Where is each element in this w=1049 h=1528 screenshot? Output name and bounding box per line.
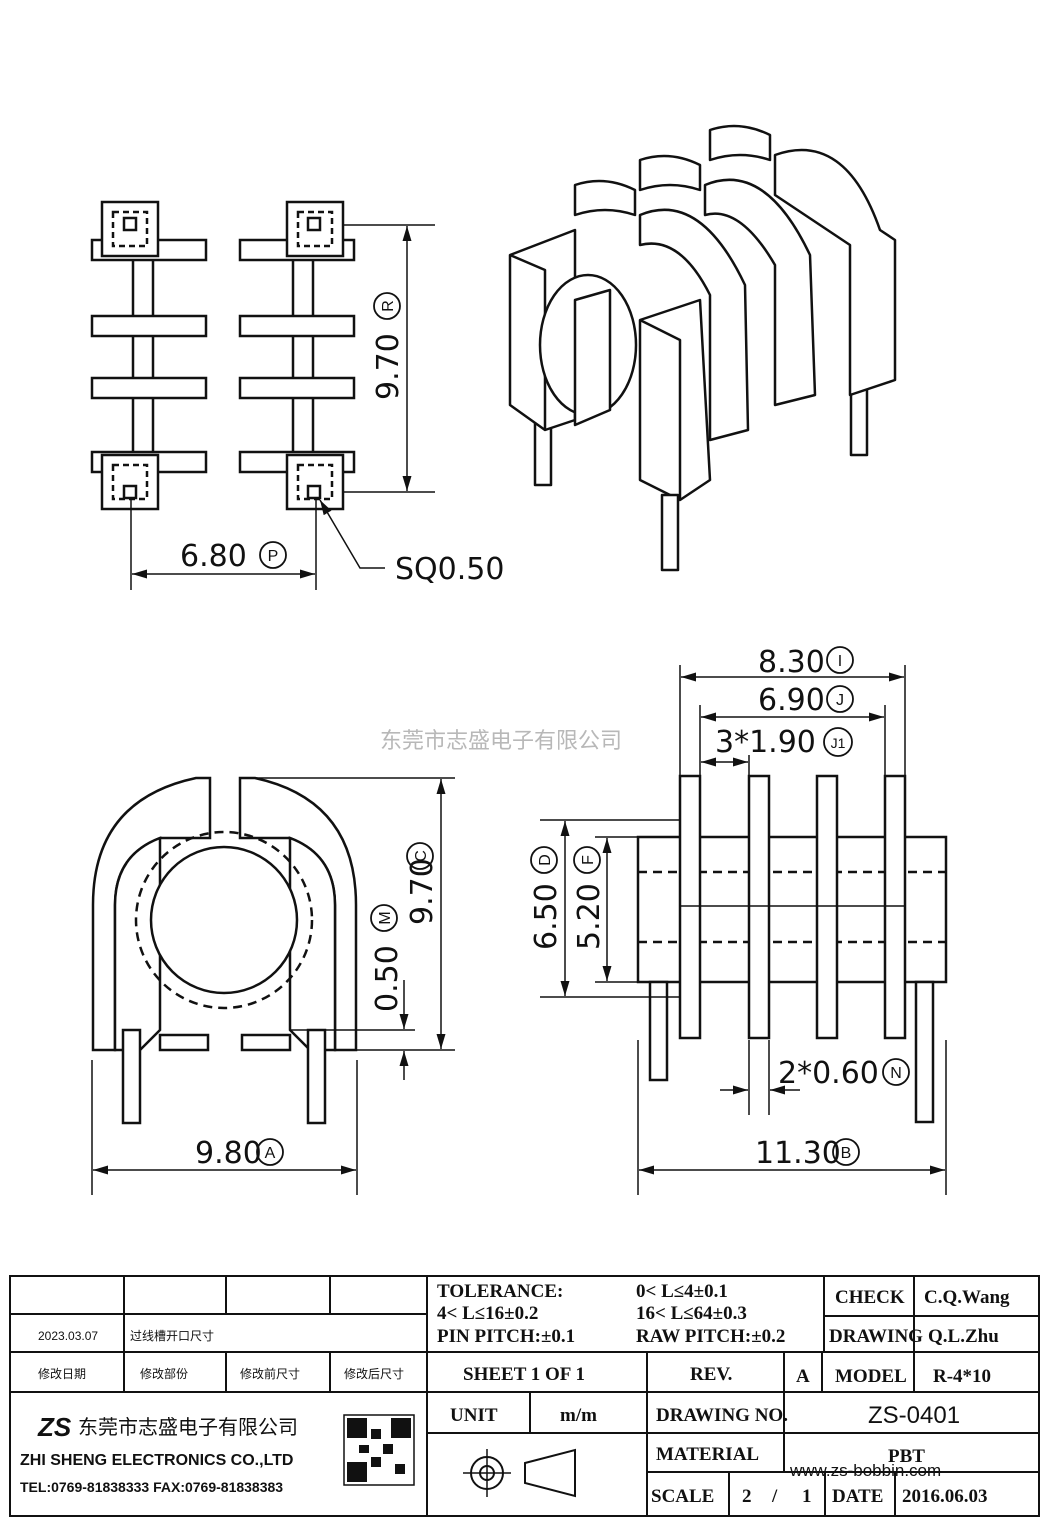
rev-header-after: 修改后尺寸 (344, 1366, 404, 1381)
watermark-company: 东莞市志盛电子有限公司 (380, 729, 622, 754)
raw-pitch: RAW PITCH:±0.2 (636, 1326, 785, 1347)
front-view-labels: 8.30 I 6.90 J 3*1.90 J1 6.50 D 5.20 F 2*… (529, 645, 910, 1171)
drawing-no-value: ZS-0401 (868, 1402, 960, 1429)
company-name-cn: 东莞市志盛电子有限公司 (78, 1416, 298, 1439)
company-name-en: ZHI SHENG ELECTRONICS CO.,LTD (20, 1452, 293, 1469)
dim-flange-thickness: 2*0.60 (778, 1056, 879, 1091)
sheet-label: SHEET 1 OF 1 (463, 1364, 585, 1385)
dim-side-width-tag: A (265, 1145, 276, 1162)
company-logo: ZS (37, 1412, 72, 1442)
dim-inner-span: 6.90 (758, 683, 825, 718)
dim-flange-span: 8.30 (758, 645, 825, 680)
rev-value: A (796, 1366, 810, 1387)
tolerance-1: 0< L≤4±0.1 (636, 1281, 728, 1302)
company-contact: TEL:0769-81838333 FAX:0769-81838383 (20, 1479, 283, 1495)
side-view-labels: 9.80 A 9.70 C 0.50 M (195, 842, 440, 1171)
rev-row-date: 2023.03.07 (38, 1329, 98, 1343)
dim-slot: 3*1.90 (715, 725, 816, 760)
isometric-view (508, 124, 897, 572)
drawing-label: DRAWING (829, 1326, 923, 1347)
title-block-text: TOLERANCE: 0< L≤4±0.1 4< L≤16±0.2 16< L≤… (20, 1281, 1010, 1507)
check-label: CHECK (835, 1287, 905, 1308)
dim-side-gap-tag: M (377, 911, 394, 924)
dim-core-height-tag: F (580, 855, 597, 865)
scale-label: SCALE (651, 1486, 714, 1507)
rev-row-part: 过线槽开口尺寸 (130, 1329, 214, 1343)
dim-pitch-x-tag: P (268, 548, 279, 565)
material-label: MATERIAL (656, 1444, 759, 1465)
top-view (90, 200, 435, 590)
scale-num: 2 (742, 1486, 752, 1507)
dim-side-gap: 0.50 (370, 945, 405, 1012)
rev-header-before: 修改前尺寸 (240, 1366, 300, 1381)
rev-header-part: 修改部份 (140, 1366, 188, 1381)
site-watermark: www.zs-bobbin.com (789, 1461, 941, 1480)
dim-side-width: 9.80 (195, 1136, 262, 1171)
dim-pitch-y-tag: R (380, 300, 397, 312)
front-view (540, 665, 948, 1195)
dim-flange-thickness-tag: N (890, 1065, 902, 1082)
scale-sep: / (771, 1486, 778, 1507)
title-block (9, 1275, 1040, 1517)
tolerance-label: TOLERANCE: (437, 1281, 563, 1302)
dim-flange-height-tag: D (537, 854, 554, 866)
top-view-labels: 6.80 P 9.70 R SQ0.50 (180, 292, 504, 587)
dim-slot-tag: J1 (831, 735, 846, 751)
date-value: 2016.06.03 (902, 1486, 988, 1507)
dim-overall-tag: B (841, 1145, 852, 1162)
drawing-name: Q.L.Zhu (928, 1326, 999, 1347)
dim-flange-span-tag: I (838, 653, 842, 670)
dim-pitch-x: 6.80 (180, 539, 247, 574)
dim-flange-height: 6.50 (529, 883, 564, 950)
rev-header-date: 修改日期 (38, 1366, 86, 1381)
tolerance-3: 16< L≤64±0.3 (636, 1303, 747, 1324)
pin-pitch: PIN PITCH:±0.1 (437, 1326, 575, 1347)
material-value: PBT (888, 1446, 925, 1467)
dim-core-height: 5.20 (572, 883, 607, 950)
dim-overall: 11.30 (755, 1136, 841, 1171)
scale-den: 1 (802, 1486, 812, 1507)
side-view (91, 776, 455, 1195)
drawing-no-label: DRAWING NO. (656, 1405, 788, 1426)
rev-label: REV. (690, 1364, 732, 1385)
pin-note: SQ0.50 (395, 552, 504, 587)
unit-label: UNIT (450, 1405, 498, 1426)
model-label: MODEL (835, 1366, 907, 1387)
tolerance-2: 4< L≤16±0.2 (437, 1303, 538, 1324)
dim-inner-span-tag: J (836, 692, 844, 709)
unit-value: m/m (560, 1405, 597, 1426)
date-label: DATE (832, 1486, 883, 1507)
dim-pitch-y: 9.70 (371, 333, 406, 400)
model-value: R-4*10 (933, 1366, 991, 1387)
check-name: C.Q.Wang (924, 1287, 1010, 1308)
dim-side-height-tag: C (413, 850, 430, 862)
